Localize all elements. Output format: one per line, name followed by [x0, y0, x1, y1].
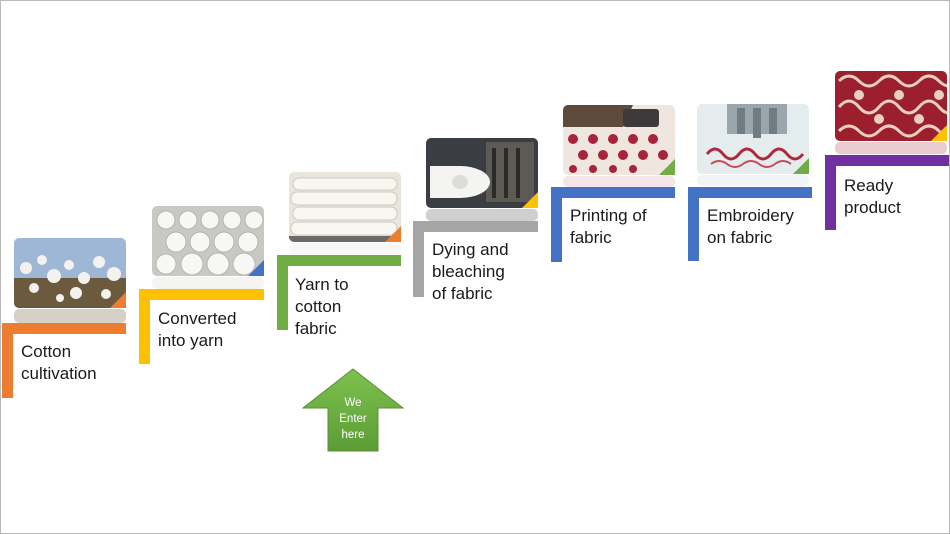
- purple-step-riser: [825, 155, 836, 230]
- yarn-spools-photo: [152, 206, 264, 276]
- bleaching-photo-reflection: [426, 209, 538, 221]
- green-corner-tab: [659, 159, 675, 175]
- we-enter-here-label: We Enter here: [339, 397, 367, 441]
- blue-corner-tab: [248, 260, 264, 276]
- yellow-corner-tab: [522, 192, 538, 208]
- yellow-corner-tab: [931, 125, 947, 141]
- blue-step-bar: [688, 187, 812, 198]
- block-printing-photo: [563, 105, 675, 175]
- orange-corner-tab: [385, 226, 401, 242]
- gray-step-riser: [413, 221, 424, 297]
- green-step-riser: [277, 255, 288, 330]
- green-step-bar: [277, 255, 401, 266]
- step-label-cotton-cultivation: Cotton cultivation: [21, 342, 97, 383]
- step-label-dying-and-bleaching: Dying and bleaching of fabric: [432, 240, 509, 303]
- step-label-converted-into-yarn: Converted into yarn: [158, 309, 237, 350]
- step-label-yarn-to-cotton-fabric: Yarn to cotton fabric: [295, 275, 349, 338]
- step-label-embroidery-on-fabric: Embroidery on fabric: [707, 206, 794, 247]
- yarn-photo-reflection: [152, 277, 264, 289]
- product-photo-reflection: [835, 142, 947, 154]
- orange-step-bar: [2, 323, 126, 334]
- printing-photo-reflection: [563, 176, 675, 187]
- fabric-rolls-photo: [289, 172, 401, 242]
- step-label-ready-product: Ready product: [844, 176, 901, 217]
- blue-step-riser: [551, 187, 562, 262]
- step-label-printing-of-fabric: Printing of fabric: [570, 206, 647, 247]
- cotton-photo-reflection: [14, 309, 126, 323]
- embroidery-machine-photo: [697, 104, 809, 174]
- embroidery-photo-reflection: [697, 175, 809, 186]
- orange-step-riser: [2, 323, 13, 398]
- yellow-step-bar: [139, 289, 264, 300]
- purple-step-bar: [825, 155, 949, 166]
- gray-step-bar: [413, 221, 538, 232]
- blue-step-riser: [688, 187, 699, 261]
- cotton-plant-photo: [14, 238, 126, 308]
- yellow-step-riser: [139, 289, 150, 364]
- fabric-photo-reflection: [289, 243, 401, 255]
- up-arrow-shape: [301, 368, 405, 452]
- printed-fabric-photo: [835, 71, 947, 141]
- blue-step-bar: [551, 187, 675, 198]
- green-corner-tab: [793, 158, 809, 174]
- orange-corner-tab: [110, 292, 126, 308]
- we-enter-here-arrow: We Enter here: [301, 368, 405, 452]
